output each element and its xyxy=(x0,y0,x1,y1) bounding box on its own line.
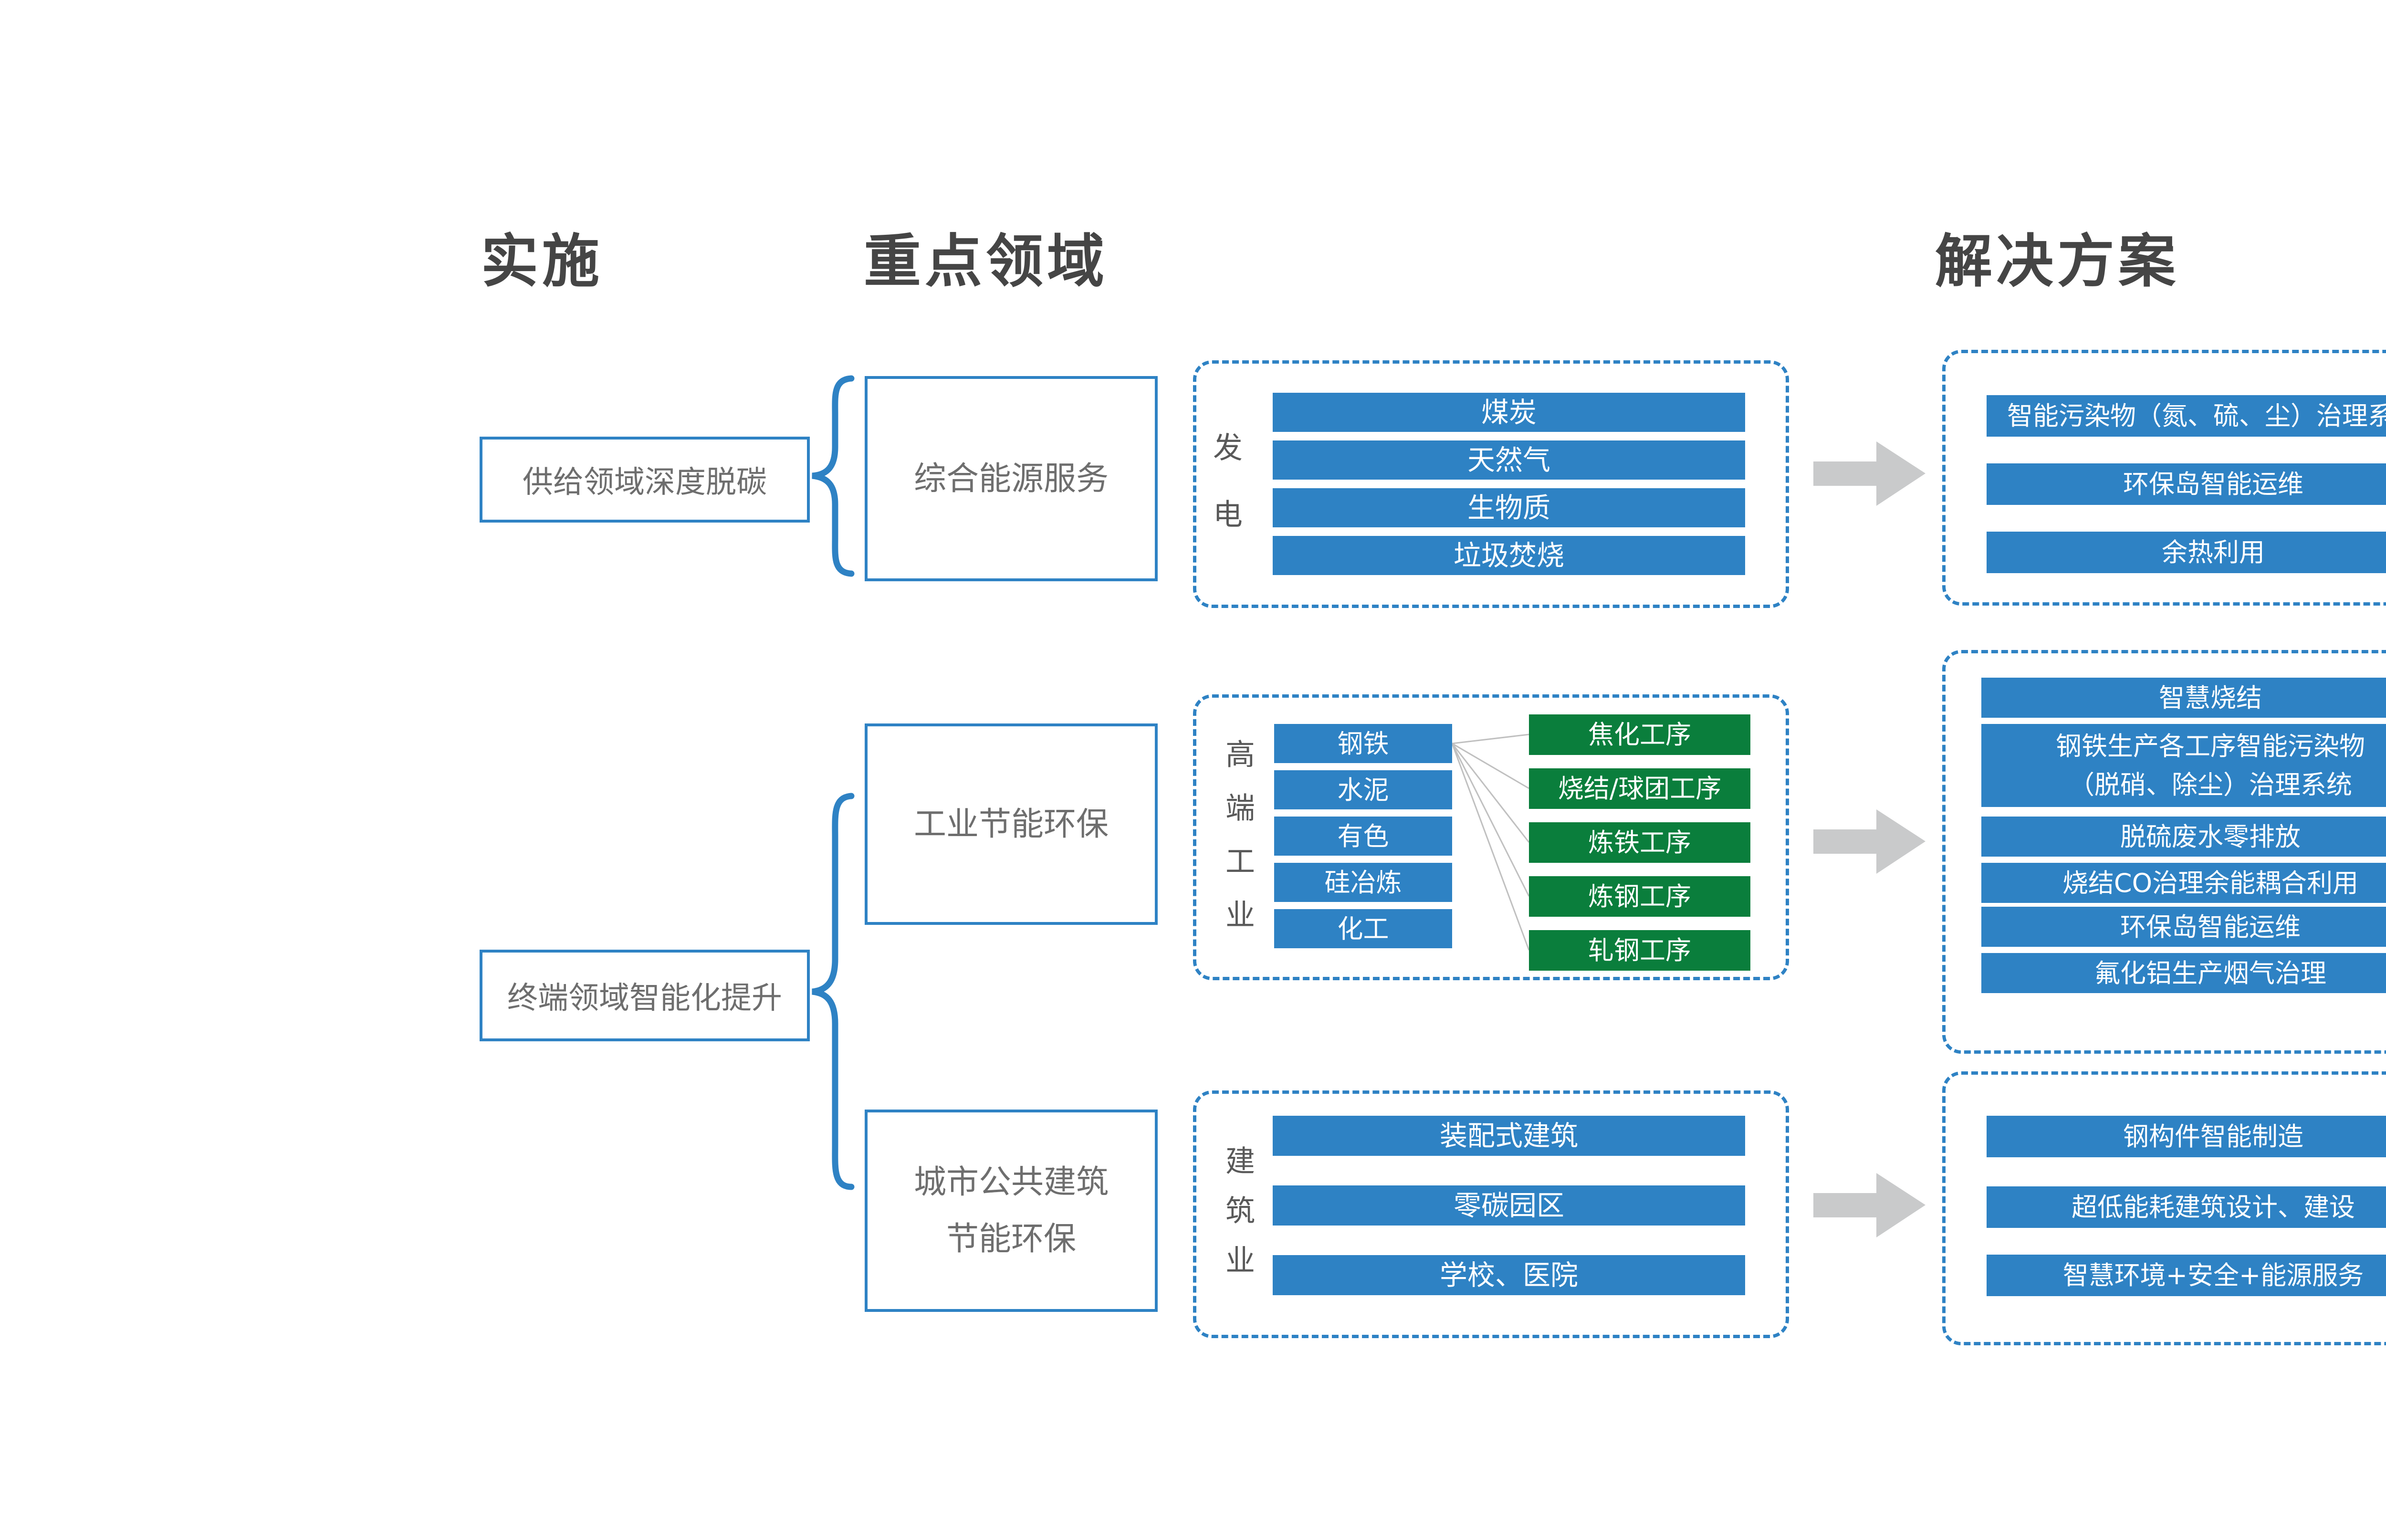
solution-box-industry: 智慧烧结 钢铁生产各工序智能污染物 （脱硝、除尘）治理系统 脱硫废水零排放 烧结… xyxy=(1942,650,2386,1054)
power-item: 天然气 xyxy=(1273,440,1745,480)
brace-supply xyxy=(812,375,855,577)
arrow-right-icon xyxy=(1813,441,1926,506)
solution-item: 烧结CO治理余能耦合利用 xyxy=(1981,863,2386,903)
building-item: 学校、医院 xyxy=(1273,1255,1745,1295)
domain-box-industry: 工业节能环保 xyxy=(865,723,1158,925)
sector-label-power: 发电 xyxy=(1208,432,1243,566)
solution-item: 智慧环境+安全+能源服务 xyxy=(1987,1255,2386,1296)
steel-process: 轧钢工序 xyxy=(1529,930,1750,971)
sector-box-building: 装配式建筑 零碳园区 学校、医院 xyxy=(1193,1090,1789,1338)
industry-item: 化工 xyxy=(1274,909,1452,948)
industry-item: 有色 xyxy=(1274,817,1452,856)
building-item: 装配式建筑 xyxy=(1273,1116,1745,1156)
header-solutions: 解决方案 xyxy=(1935,229,2179,295)
solution-box-building: 钢构件智能制造 超低能耗建筑设计、建设 智慧环境+安全+能源服务 用能设施投资、… xyxy=(1942,1071,2386,1345)
power-item: 生物质 xyxy=(1273,488,1745,527)
solution-item: 氟化铝生产烟气治理 xyxy=(1981,953,2386,993)
solution-item: 钢构件智能制造 xyxy=(1987,1116,2386,1157)
building-item: 零碳园区 xyxy=(1273,1185,1745,1226)
steel-process: 炼钢工序 xyxy=(1529,876,1750,917)
solution-item: 环保岛智能运维 xyxy=(1981,907,2386,947)
arrow-right-icon xyxy=(1813,1173,1926,1237)
industry-item: 水泥 xyxy=(1274,770,1452,809)
solution-item: 环保岛智能运维 xyxy=(1987,463,2386,505)
brace-terminal xyxy=(812,793,855,1190)
sector-label-industry: 高端工业 xyxy=(1220,739,1255,953)
industry-item: 硅冶炼 xyxy=(1274,863,1452,902)
arrow-right-icon xyxy=(1813,809,1926,874)
impl-box-supply: 供给领域深度脱碳 xyxy=(480,437,810,523)
solution-item: 余热利用 xyxy=(1987,532,2386,573)
solution-item: 脱硫废水零排放 xyxy=(1981,817,2386,857)
header-implementation: 实施 xyxy=(481,229,603,295)
steel-process: 炼铁工序 xyxy=(1529,822,1750,863)
sector-box-industry: 钢铁 水泥 有色 硅冶炼 化工 焦化工序 烧结/球团工序 炼铁工序 炼钢工序 轧… xyxy=(1193,694,1789,980)
industry-item: 钢铁 xyxy=(1274,724,1452,763)
impl-box-terminal: 终端领域智能化提升 xyxy=(480,950,810,1041)
solution-item: 智能污染物（氮、硫、尘）治理系统 xyxy=(1987,395,2386,437)
header-key-areas: 重点领域 xyxy=(864,229,1108,295)
sector-box-power: 煤炭 天然气 生物质 垃圾焚烧 xyxy=(1193,360,1789,608)
solution-item: 钢铁生产各工序智能污染物 （脱硝、除尘）治理系统 xyxy=(1981,724,2386,807)
solution-box-power: 智能污染物（氮、硫、尘）治理系统 环保岛智能运维 余热利用 脱硫废水零排放 风机… xyxy=(1942,350,2386,606)
steel-process-connectors xyxy=(1451,733,1530,951)
steel-process: 烧结/球团工序 xyxy=(1529,768,1750,809)
solution-item: 超低能耗建筑设计、建设 xyxy=(1987,1186,2386,1228)
steel-process: 焦化工序 xyxy=(1529,714,1750,755)
domain-box-energy: 综合能源服务 xyxy=(865,376,1158,581)
power-item: 垃圾焚烧 xyxy=(1273,536,1745,575)
power-item: 煤炭 xyxy=(1273,393,1745,432)
solution-item: 智慧烧结 xyxy=(1981,678,2386,718)
domain-box-building: 城市公共建筑 节能环保 xyxy=(865,1110,1158,1312)
sector-label-building: 建筑业 xyxy=(1220,1145,1255,1294)
